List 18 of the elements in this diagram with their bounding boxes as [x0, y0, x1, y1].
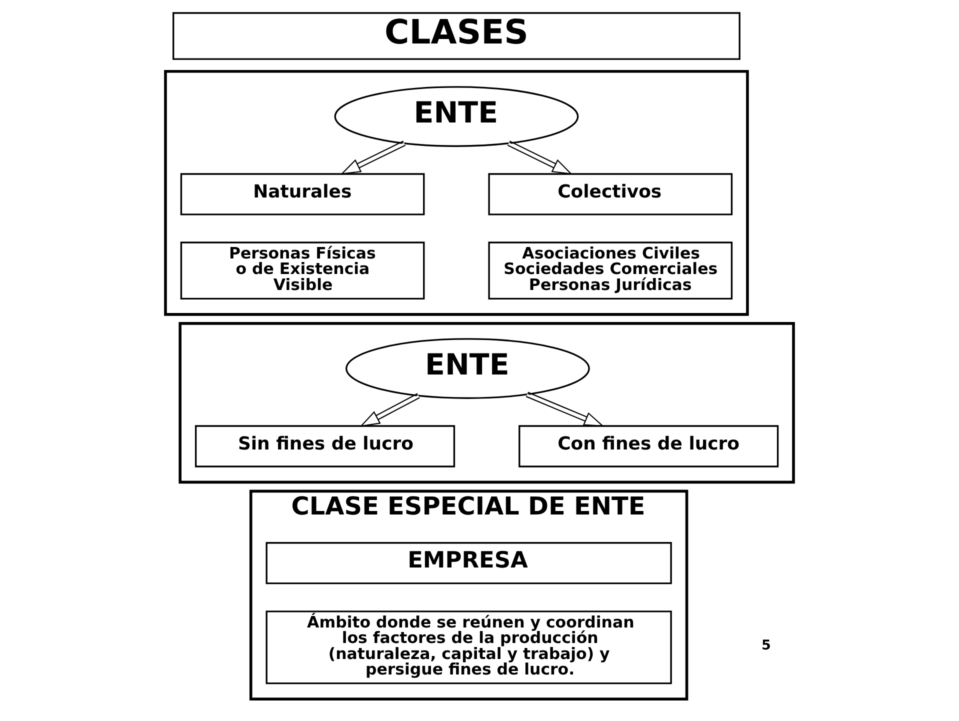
arrow	[360, 393, 420, 427]
cluster	[164, 70, 749, 316]
node-box: Asociaciones Civiles Sociedades Comerciales Personas Jurídicas	[488, 242, 733, 300]
node-box: Ámbito donde se reúnen y coordinan los factores de la producción (naturaleza, capital y trabajo) y persigue fines de lucro.	[266, 610, 672, 684]
arrow	[507, 140, 573, 175]
node-box: Con fines de lucro	[518, 425, 779, 468]
node-box: Personas Físicas o de Existencia Visible	[180, 242, 425, 300]
node-box: Sin fines de lucro	[194, 425, 456, 468]
node-box: EMPRESA	[266, 542, 672, 584]
arrow	[340, 140, 406, 175]
arrow	[526, 392, 604, 427]
node-ellipse: ENTE	[346, 338, 590, 399]
node-ellipse: ENTE	[334, 86, 579, 147]
cluster	[178, 322, 795, 484]
node-box: Colectivos	[488, 173, 733, 216]
node-box: Naturales	[180, 173, 425, 216]
node-box: CLASES	[172, 12, 740, 60]
label: 5	[762, 638, 771, 654]
